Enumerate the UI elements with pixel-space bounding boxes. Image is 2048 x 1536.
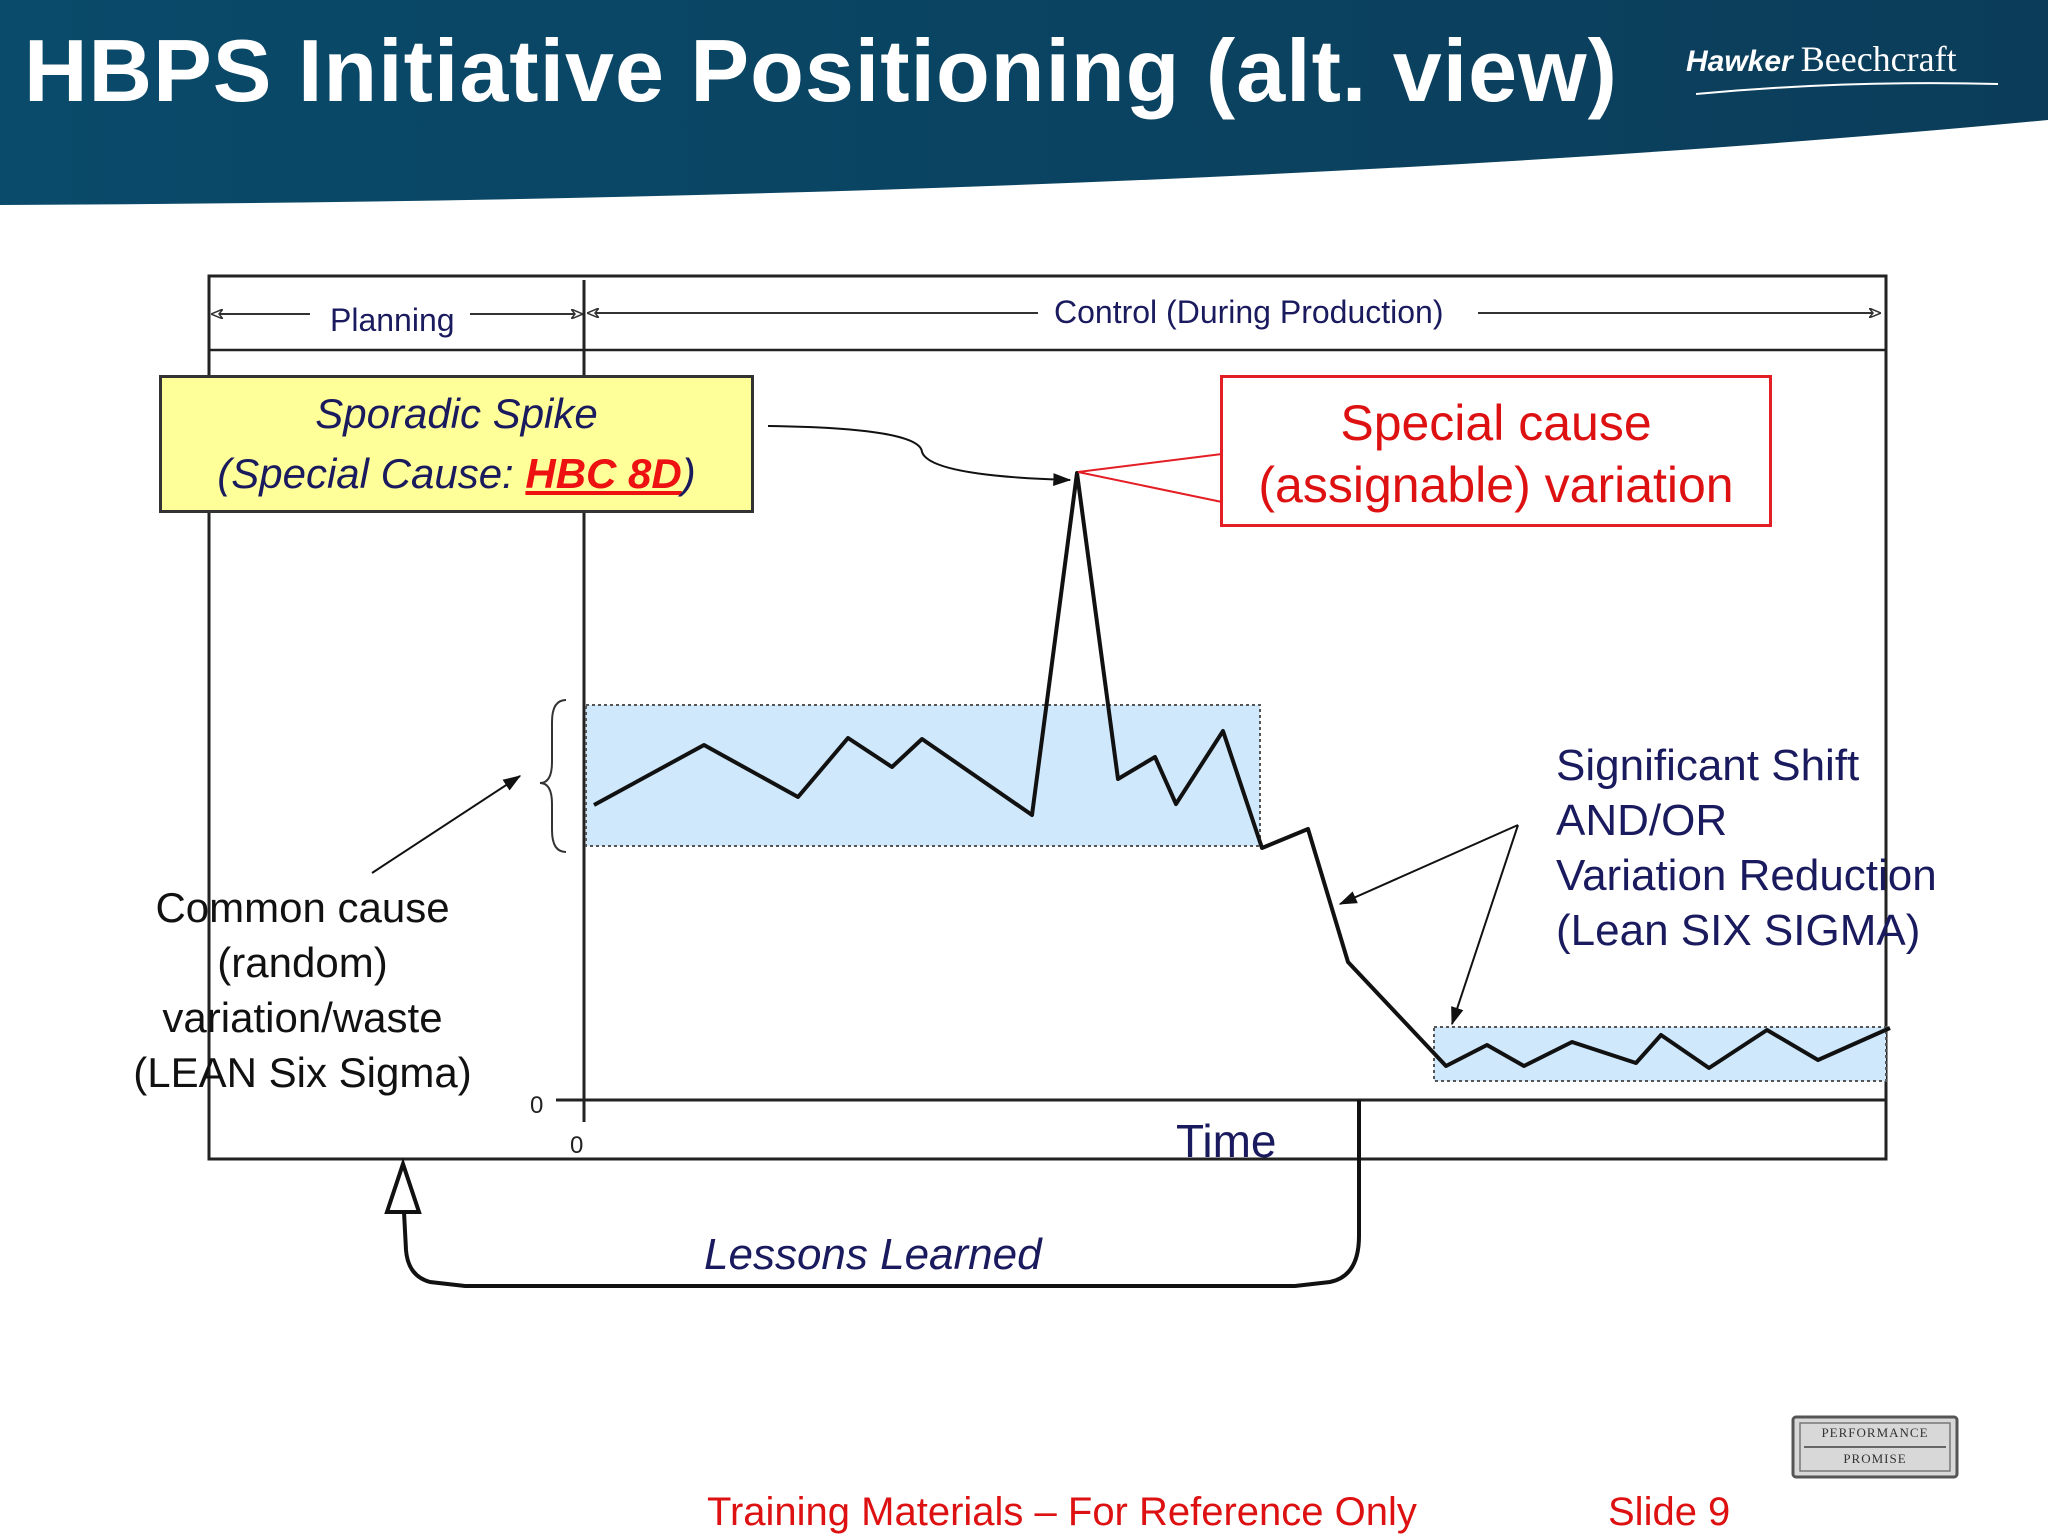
special-cause-line2: (assignable) variation	[1258, 457, 1734, 513]
lessons-learned-arrowhead	[384, 1157, 422, 1214]
shift-arrow-upper	[1338, 824, 1519, 905]
y-axis-zero-label: 0	[530, 1092, 544, 1119]
common-cause-line: variation/waste	[162, 994, 443, 1041]
header-band	[0, 0, 2048, 205]
logo-swoosh-icon	[1695, 82, 1999, 95]
shift-line: Significant Shift	[1556, 741, 1860, 790]
slide-title: HBPS Initiative Positioning (alt. view)	[24, 21, 1618, 120]
logo-text-beechcraft: Beechcraft	[1800, 39, 1957, 79]
logo-text-hawker: Hawker	[1686, 45, 1793, 78]
shift-arrow-lower	[1451, 824, 1519, 1026]
phase-label-control: Control (During Production)	[1054, 294, 1444, 330]
sporadic-connector	[767, 425, 1072, 486]
process-trend-line	[593, 471, 1891, 1070]
common-cause-text: Common cause (random) variation/waste (L…	[100, 880, 505, 1100]
common-cause-line: (LEAN Six Sigma)	[133, 1049, 472, 1096]
sporadic-spike-subtitle: (Special Cause: HBC 8D)	[162, 444, 751, 504]
badge-text-top: PERFORMANCE	[1821, 1425, 1929, 1440]
hbc-8d-link[interactable]: HBC 8D	[525, 450, 682, 497]
shift-line: AND/OR	[1556, 796, 1728, 845]
common-cause-brace	[539, 699, 567, 853]
sporadic-suffix: )	[681, 450, 696, 497]
diagram-frame	[207, 274, 1888, 1161]
sporadic-spike-title: Sporadic Spike	[315, 390, 598, 437]
performance-promise-badge: PERFORMANCE PROMISE	[1790, 1414, 1960, 1480]
significant-shift-text: Significant Shift AND/OR Variation Reduc…	[1556, 738, 1937, 958]
shift-line: Variation Reduction	[1556, 851, 1937, 900]
common-cause-line: Common cause	[155, 884, 450, 931]
sporadic-prefix: (Special Cause:	[217, 450, 526, 497]
special-cause-pointer	[1077, 453, 1223, 503]
special-cause-callout: Special cause (assignable) variation	[1220, 375, 1772, 527]
lessons-learned-label: Lessons Learned	[704, 1230, 1042, 1279]
time-axis-label: Time	[1176, 1115, 1277, 1167]
common-cause-band	[585, 704, 1261, 847]
lessons-learned-loop	[402, 1100, 1361, 1288]
slide-number: Slide 9	[1608, 1490, 1731, 1534]
badge-frame-icon	[1791, 1415, 1959, 1479]
badge-text-bottom: PROMISE	[1843, 1451, 1907, 1466]
phase-label-planning: Planning	[330, 302, 455, 338]
common-cause-line: (random)	[217, 939, 388, 986]
x-axis-zero-label: 0	[570, 1132, 584, 1159]
shift-line: (Lean SIX SIGMA)	[1556, 906, 1921, 955]
common-cause-arrow	[371, 775, 522, 874]
footer-training-note: Training Materials – For Reference Only	[707, 1490, 1417, 1534]
special-cause-line1: Special cause	[1340, 395, 1652, 451]
sporadic-spike-callout: Sporadic Spike (Special Cause: HBC 8D)	[159, 375, 754, 513]
